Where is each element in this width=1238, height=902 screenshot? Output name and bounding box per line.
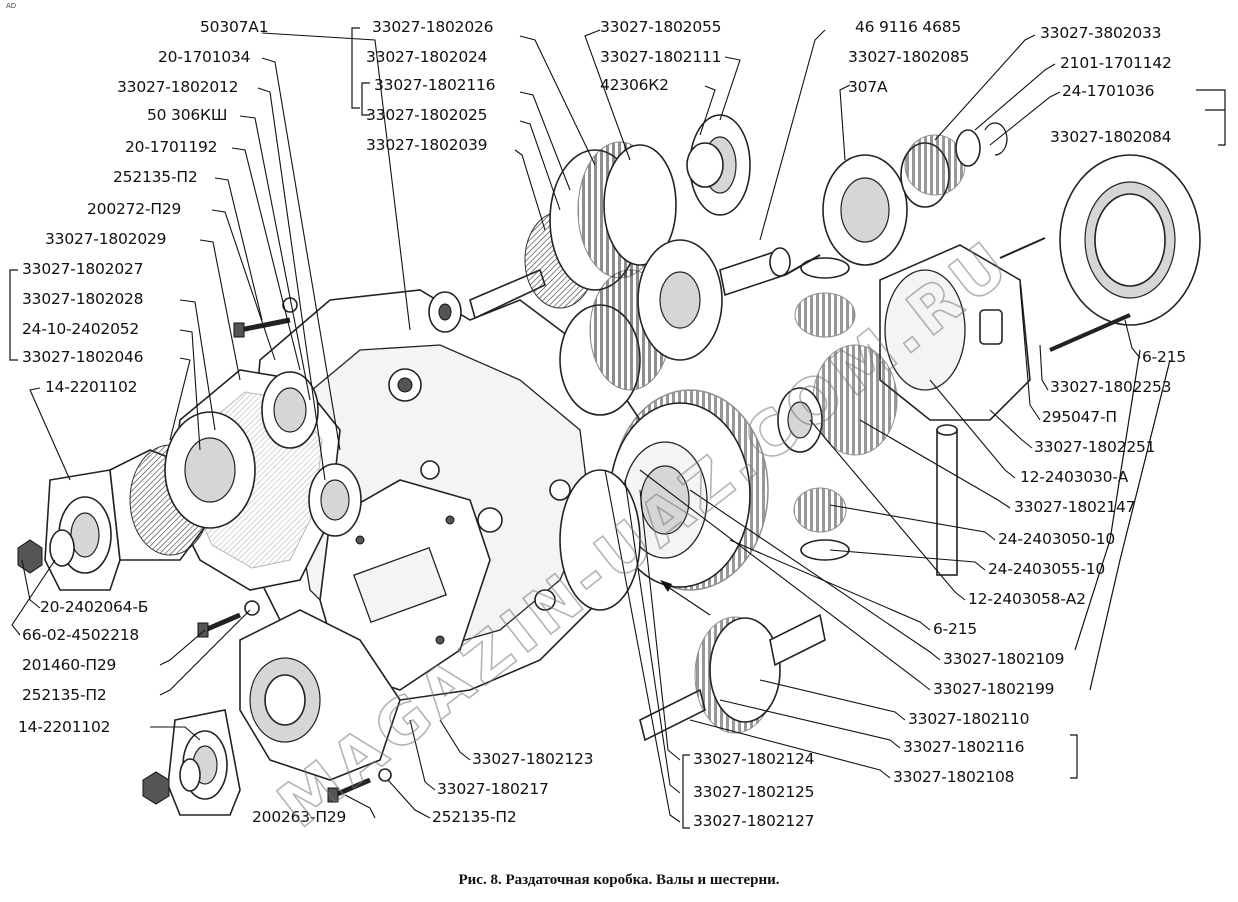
leader-lines xyxy=(11,29,1141,823)
part-label: 24-2403050-10 xyxy=(998,530,1115,548)
corner-mark: AD xyxy=(6,2,17,10)
part-label: 33027-1802046 xyxy=(22,348,143,366)
part-label: 2101-1701142 xyxy=(1060,54,1172,72)
part-label: 42306К2 xyxy=(600,76,669,94)
parts-artwork xyxy=(17,114,1201,816)
part-label: 33027-1802199 xyxy=(933,680,1054,698)
part-labels: 50307А1 20-1701034 33027-1802012 50 306К… xyxy=(18,18,1186,830)
part-label: 200272-П29 xyxy=(87,200,181,218)
part-label: 307А xyxy=(848,78,888,96)
part-label: 33027-1802110 xyxy=(908,710,1029,728)
part-label: 33027-1802251 xyxy=(1034,438,1155,456)
bearings-right xyxy=(822,122,1201,326)
part-label: 33027-1802012 xyxy=(117,78,238,96)
part-label: 33027-1802084 xyxy=(1050,128,1171,146)
part-label: 33027-1802028 xyxy=(22,290,143,308)
part-label: 33027-1802147 xyxy=(1014,498,1135,516)
part-label: 33027-1802253 xyxy=(1050,378,1171,396)
part-label: 252135-П2 xyxy=(22,686,106,704)
part-label: 33027-1802055 xyxy=(600,18,721,36)
part-label: 66-02-4502218 xyxy=(22,626,139,644)
part-label: 33027-1802085 xyxy=(848,48,969,66)
part-label: 200263-П29 xyxy=(252,808,346,826)
part-label: 24-2403055-10 xyxy=(988,560,1105,578)
part-label: 33027-180217 xyxy=(437,780,549,798)
part-label: 33027-1802109 xyxy=(943,650,1064,668)
part-label: 33027-1802026 xyxy=(372,18,493,36)
intermediate-gears xyxy=(559,239,791,416)
label-brackets xyxy=(9,27,1226,829)
part-label: 252135-П2 xyxy=(113,168,197,186)
part-label: 33027-1802111 xyxy=(600,48,721,66)
part-label: 33027-1802029 xyxy=(45,230,166,248)
part-label: 20-1701192 xyxy=(125,138,217,156)
part-label: 252135-П2 xyxy=(432,808,516,826)
part-label: 33027-1802125 xyxy=(693,783,814,801)
part-label: 24-1701036 xyxy=(1062,82,1154,100)
part-label: 20-1701034 xyxy=(158,48,250,66)
part-label: 33027-1802039 xyxy=(366,136,487,154)
part-label: 201460-П29 xyxy=(22,656,116,674)
part-label: 6-215 xyxy=(1142,348,1186,366)
part-label: 33027-1802027 xyxy=(22,260,143,278)
part-label: 50307А1 xyxy=(200,18,268,36)
part-label: 12-2403058-А2 xyxy=(968,590,1086,608)
part-label: 20-2402064-Б xyxy=(40,598,148,616)
part-label: 33027-1802123 xyxy=(472,750,593,768)
flange-upper xyxy=(17,411,256,591)
part-label: 33027-1802116 xyxy=(374,76,495,94)
part-label: 295047-П xyxy=(1042,408,1117,426)
part-label: 12-2403030-А xyxy=(1020,468,1129,486)
part-label: 33027-1802116 xyxy=(903,738,1024,756)
part-label: 50 306КШ xyxy=(147,106,227,124)
primary-shaft-gears xyxy=(428,114,751,333)
differential xyxy=(777,237,1131,576)
part-label: 33027-1802127 xyxy=(693,812,814,830)
part-label: 14-2201102 xyxy=(45,378,137,396)
bolts-left xyxy=(197,297,392,803)
part-label: 6-215 xyxy=(933,620,977,638)
part-label: 33027-1802124 xyxy=(693,750,814,768)
part-label: 33027-1802024 xyxy=(366,48,487,66)
part-label: 33027-1802108 xyxy=(893,768,1014,786)
part-label: 46 9116 4685 xyxy=(855,18,961,36)
part-label: 33027-3802033 xyxy=(1040,24,1161,42)
part-label: 24-10-2402052 xyxy=(22,320,139,338)
part-label: 14-2201102 xyxy=(18,718,110,736)
part-label: 33027-1802025 xyxy=(366,106,487,124)
flange-lower xyxy=(142,709,241,816)
figure-caption: Рис. 8. Раздаточная коробка. Валы и шест… xyxy=(458,872,780,888)
rear-output-shaft xyxy=(639,613,826,742)
